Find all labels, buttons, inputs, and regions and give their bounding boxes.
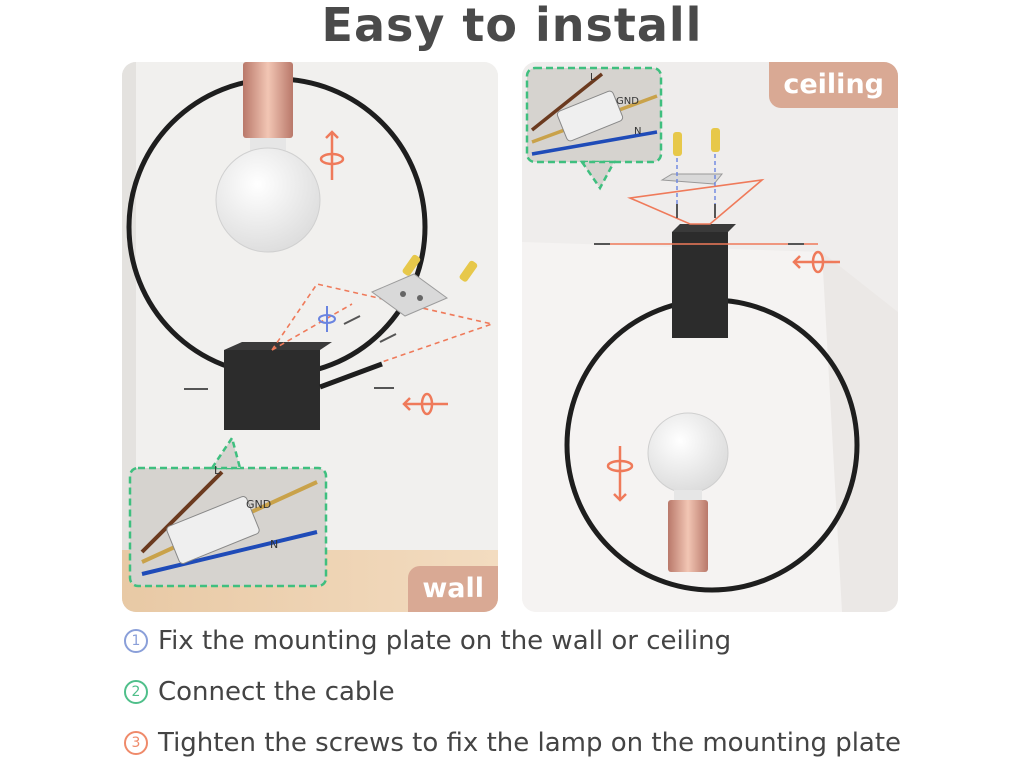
ceiling-install-panel: L GND N ceiling bbox=[522, 62, 898, 612]
ceiling-illustration: L GND N bbox=[522, 62, 898, 612]
instruction-steps: 1 Fix the mounting plate on the wall or … bbox=[124, 626, 901, 779]
label-n: N bbox=[270, 538, 278, 551]
bulb bbox=[648, 413, 728, 493]
junction-box bbox=[672, 232, 728, 338]
rose-gold-socket bbox=[243, 62, 293, 138]
junction-box bbox=[224, 350, 320, 430]
wall-tag: wall bbox=[408, 566, 498, 612]
rose-gold-socket bbox=[668, 500, 708, 572]
step-text-2: Connect the cable bbox=[158, 677, 395, 707]
step-number-2: 2 bbox=[124, 680, 148, 704]
label-l: L bbox=[214, 464, 221, 477]
step-text-3: Tighten the screws to fix the lamp on th… bbox=[158, 728, 901, 758]
wall-illustration: L GND N bbox=[122, 62, 498, 612]
label-n: N bbox=[634, 126, 641, 137]
step-3: 3 Tighten the screws to fix the lamp on … bbox=[124, 728, 901, 758]
step-number-3: 3 bbox=[124, 731, 148, 755]
bulb bbox=[216, 148, 320, 252]
page-title: Easy to install bbox=[0, 0, 1024, 50]
step-1: 1 Fix the mounting plate on the wall or … bbox=[124, 626, 901, 656]
label-gnd: GND bbox=[246, 498, 271, 511]
step-number-1: 1 bbox=[124, 629, 148, 653]
label-l: L bbox=[590, 72, 596, 83]
step-text-1: Fix the mounting plate on the wall or ce… bbox=[158, 626, 731, 656]
wall-install-panel: L GND N wall bbox=[122, 62, 498, 612]
step-2: 2 Connect the cable bbox=[124, 677, 901, 707]
label-gnd: GND bbox=[616, 96, 639, 107]
ceiling-tag: ceiling bbox=[769, 62, 898, 108]
